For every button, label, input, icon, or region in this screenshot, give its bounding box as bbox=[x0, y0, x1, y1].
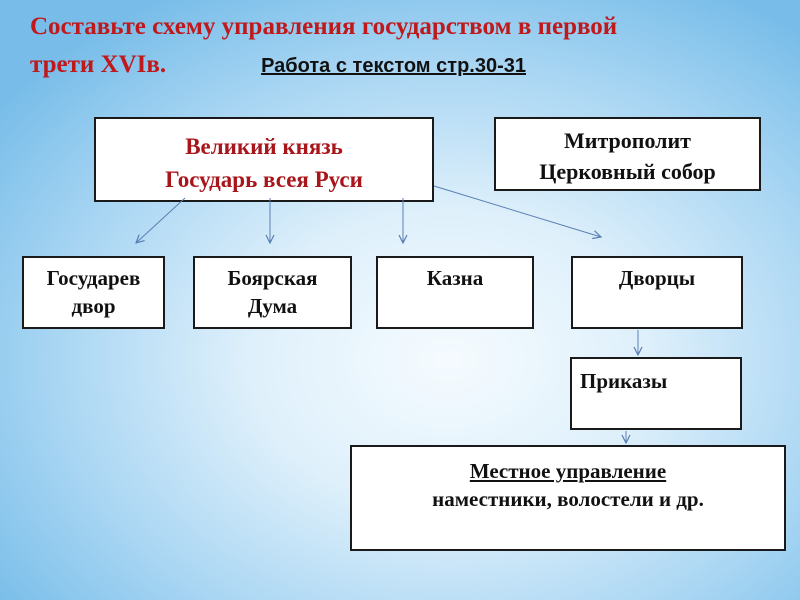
node-sovereign-court: Государев двор bbox=[22, 256, 165, 329]
arrow-prince-to-court bbox=[136, 197, 186, 243]
node-local-government-line-2: наместники, волостели и др. bbox=[432, 487, 704, 511]
node-treasury-line-1: Казна bbox=[426, 266, 484, 290]
node-grand-prince-line-2: Государь всея Руси bbox=[165, 167, 363, 192]
title-line-2: трети XVIв. Работа с текстом стр.30-31 bbox=[30, 46, 790, 85]
node-prikazy-line-1: Приказы bbox=[580, 369, 668, 393]
title-line-2-text: трети XVIв. bbox=[30, 51, 167, 78]
node-local-government-line-1: Местное управление bbox=[469, 459, 667, 483]
slide-title: Составьте схему управления государством … bbox=[30, 8, 790, 85]
node-metropolitan-line-1: Митрополит bbox=[564, 128, 691, 153]
node-palaces-line-1: Дворцы bbox=[618, 266, 696, 290]
node-grand-prince-line-1: Великий князь bbox=[185, 134, 343, 159]
node-sovereign-court-line-1: Государев bbox=[46, 266, 141, 290]
node-grand-prince: Великий князь Государь всея Руси bbox=[94, 117, 434, 202]
node-metropolitan: Митрополит Церковный собор bbox=[494, 117, 761, 191]
arrow-prince-to-palaces bbox=[433, 185, 601, 237]
node-metropolitan-line-2: Церковный собор bbox=[539, 159, 716, 184]
node-boyar-duma-line-1: Боярская bbox=[227, 266, 318, 290]
node-sovereign-court-line-2: двор bbox=[71, 294, 116, 318]
node-local-government: Местное управление наместники, волостели… bbox=[350, 445, 786, 551]
node-boyar-duma: Боярская Дума bbox=[193, 256, 352, 329]
task-reference: Работа с текстом стр.30-31 bbox=[261, 55, 527, 77]
node-palaces: Дворцы bbox=[571, 256, 743, 329]
node-boyar-duma-line-2: Дума bbox=[247, 294, 298, 318]
node-prikazy: Приказы bbox=[570, 357, 742, 430]
title-line-1: Составьте схему управления государством … bbox=[30, 13, 618, 40]
node-treasury: Казна bbox=[376, 256, 534, 329]
